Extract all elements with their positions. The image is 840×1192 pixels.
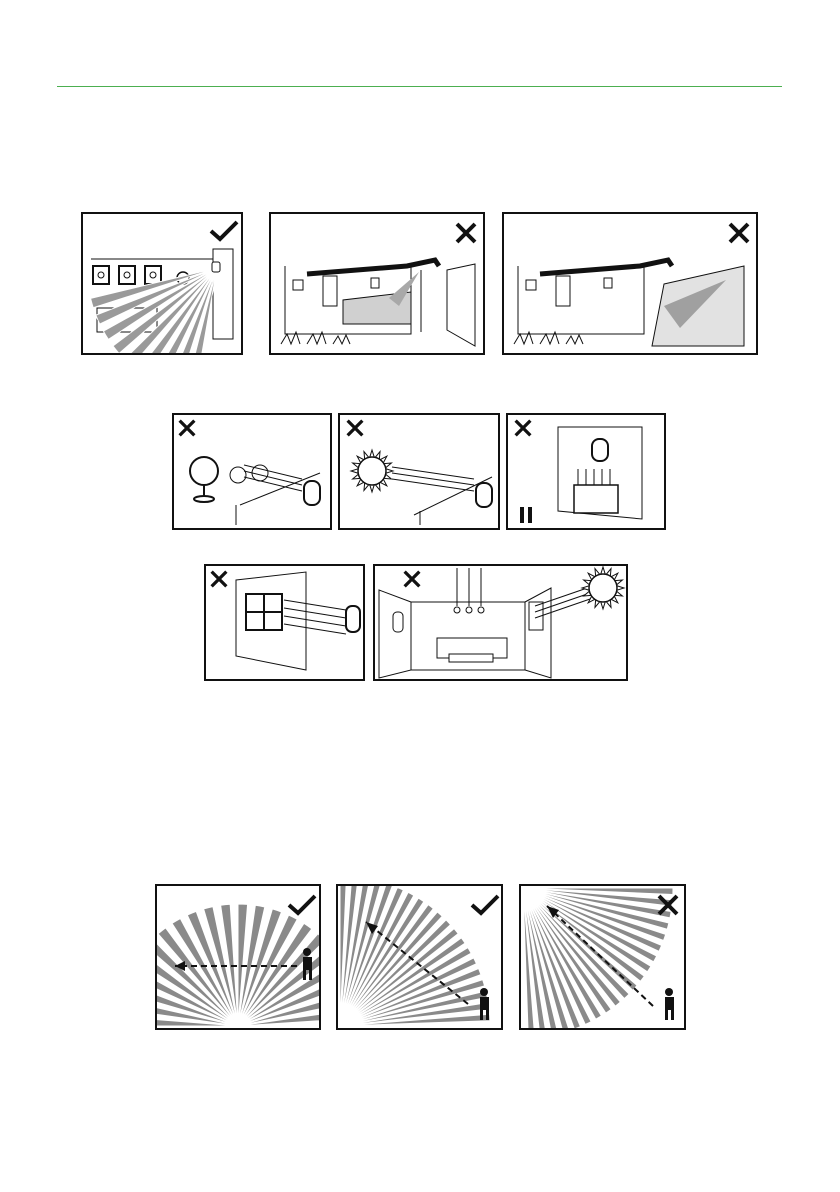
cross-icon [210,570,228,588]
check-icon [287,894,317,916]
cross-icon [346,419,364,437]
indoor-room-panel [81,212,243,355]
sunlit-room-panel [373,564,628,681]
heater-panel [506,413,666,530]
fan-draft-panel [172,413,332,530]
window-panel [204,564,365,681]
cross-icon [403,570,421,588]
corner-diagonal-panel [336,884,503,1030]
cross-icon [728,222,750,244]
cross-icon [514,419,532,437]
check-icon [209,220,239,242]
cross-icon [455,222,477,244]
check-icon [470,894,500,916]
header-rule [57,86,782,87]
cross-icon [178,419,196,437]
cross-icon [657,894,679,916]
sunlight-panel [338,413,500,530]
walk-toward-panel [519,884,686,1030]
outdoor-porch-panel [269,212,485,355]
walk-across-panel [155,884,321,1030]
outdoor-patio-panel [502,212,758,355]
person-icon [665,988,674,1020]
